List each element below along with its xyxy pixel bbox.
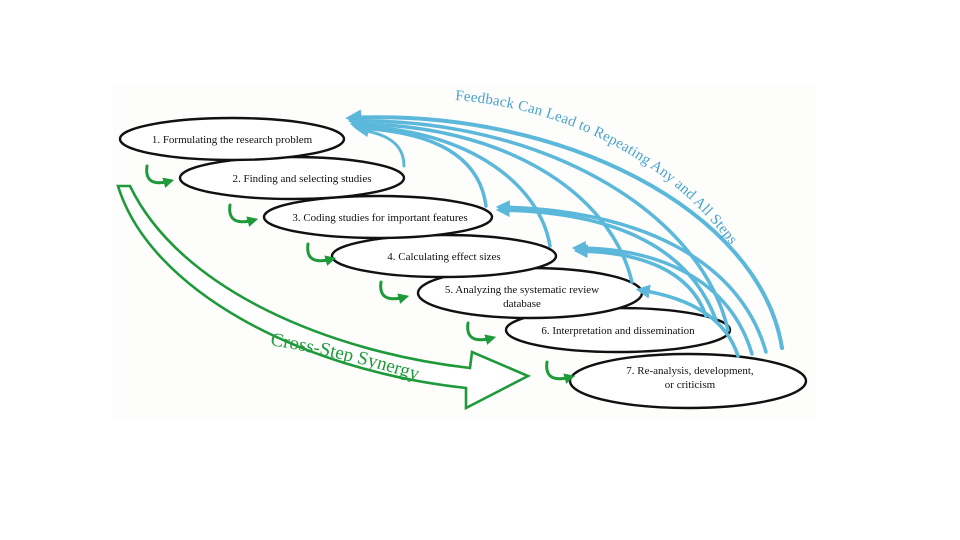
step-3-ellipse <box>262 194 494 240</box>
step-4-label: 4. Calculating effect sizes <box>387 251 500 263</box>
feedback-arrows <box>345 109 784 358</box>
feedback-arrow-from-3-to-1 <box>353 121 488 208</box>
step-5-label-line1: 5. Analyzing the systematic review <box>445 284 599 296</box>
step-7-label-line1: 7. Re-analysis, development, <box>626 365 754 377</box>
step-6-label: 6. Interpretation and dissemination <box>541 325 695 337</box>
feedback-arrow-from-7-to-3 <box>495 200 768 354</box>
step-7-label-line2: or criticism <box>665 379 716 391</box>
feedback-arrow-from-7-to-1 <box>345 109 784 350</box>
step-1-ellipse <box>118 116 346 162</box>
synergy-arrow-body <box>116 184 532 411</box>
feedback-arrow-from-6-to-1 <box>347 113 730 332</box>
step-ellipses <box>118 116 808 410</box>
feedback-arrow-from-6-to-4 <box>573 244 708 318</box>
feedback-arrow-from-2-to-1 <box>356 125 406 168</box>
step-labels: 1. Formulating the research problem 2. F… <box>152 134 754 391</box>
feedback-arrow-from-7-to-4 <box>571 241 754 356</box>
transition-arrow-2-3 <box>228 203 259 227</box>
feedback-arrow-from-7-to-5 <box>635 284 740 358</box>
step-transition-arrows <box>145 164 576 384</box>
transition-arrow-6-7 <box>545 360 576 384</box>
feedback-arrow-from-4-to-1 <box>351 119 552 248</box>
step-5-label-line2: database <box>503 298 541 310</box>
transition-arrow-3-4 <box>306 242 337 266</box>
step-3-label: 3. Coding studies for important features <box>292 212 467 224</box>
transition-arrow-5-6 <box>466 321 497 345</box>
transition-arrow-1-2 <box>145 164 175 188</box>
transition-arrow-4-5 <box>379 280 410 304</box>
feedback-arrow-from-5-to-1 <box>349 117 634 284</box>
step-2-label: 2. Finding and selecting studies <box>232 173 371 185</box>
step-1-label: 1. Formulating the research problem <box>152 134 313 146</box>
feedback-arrow-from-6-to-3 <box>495 203 718 322</box>
